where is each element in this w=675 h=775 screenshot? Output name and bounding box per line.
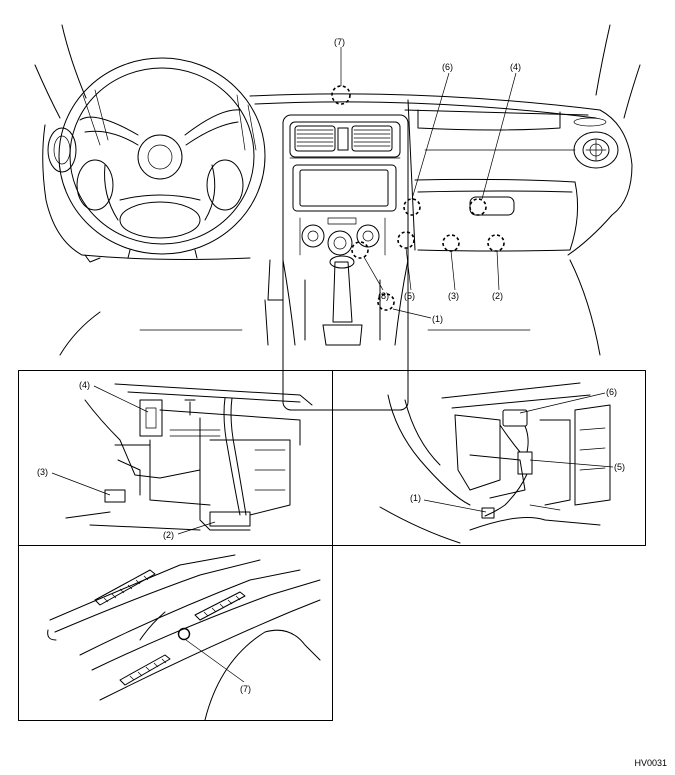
- diagram-code: HV0031: [634, 758, 667, 768]
- location-marker-7: [331, 85, 351, 105]
- location-marker-5: [397, 231, 415, 249]
- overview-label-6: (6): [442, 62, 453, 72]
- glovebox-label-5: (5): [614, 462, 625, 472]
- detail-glovebox-area: (6) (5) (1): [379, 382, 625, 544]
- location-marker-8: [351, 241, 369, 259]
- overview-label-5: (5): [404, 291, 415, 301]
- heater-label-2: (2): [163, 530, 174, 540]
- detail-heater-unit: (4) (3) (2): [37, 380, 313, 540]
- heater-label-3: (3): [37, 467, 48, 477]
- heater-label-4: (4): [79, 380, 90, 390]
- location-marker-6: [403, 198, 421, 216]
- detail-defroster-grille: (7): [47, 554, 321, 721]
- defroster-label-7: (7): [240, 684, 251, 694]
- location-marker-1: [377, 293, 395, 311]
- overview-label-3: (3): [448, 291, 459, 301]
- overview-label-2: (2): [492, 291, 503, 301]
- location-marker-2: [487, 234, 505, 252]
- glovebox-label-1: (1): [410, 493, 421, 503]
- dashboard-overview: (7) (6) (4) (8) (5) (3) (2) (1): [34, 24, 641, 411]
- overview-label-4: (4): [510, 62, 521, 72]
- detail-panels-frame: [18, 370, 646, 721]
- overview-label-7: (7): [334, 37, 345, 47]
- glovebox-label-6: (6): [606, 387, 617, 397]
- location-marker-3: [442, 234, 460, 252]
- location-marker-4: [469, 198, 487, 216]
- overview-label-8: (8): [378, 291, 389, 301]
- sensor-marker-7: [177, 627, 191, 641]
- overview-label-1: (1): [432, 314, 443, 324]
